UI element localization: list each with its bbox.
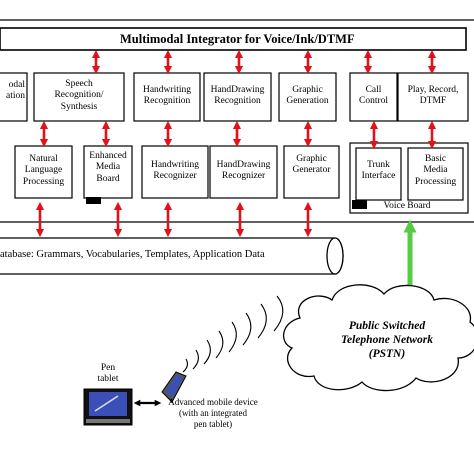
top-row-boxes bbox=[0, 72, 469, 122]
bottom-label-nlp: Natural Language Processing bbox=[22, 154, 65, 187]
top-box-play-record bbox=[397, 72, 469, 122]
database-cylinder bbox=[0, 237, 344, 275]
integrator-title: Multimodal Integrator for Voice/Ink/DTMF bbox=[120, 32, 355, 46]
board-connector bbox=[86, 197, 101, 204]
top-label-call-control: Call Control bbox=[358, 85, 389, 107]
bottom-label-enhanced-media: Enhanced Media Board bbox=[89, 151, 127, 184]
red-arrows-top bbox=[91, 49, 437, 75]
bottom-box-handdrawing-recognizer bbox=[209, 145, 278, 199]
bottom-box-nlp bbox=[14, 145, 73, 199]
voice-board-trunk-label: Trunk Interface bbox=[361, 160, 396, 182]
bottom-row-boxes bbox=[14, 142, 469, 214]
pstn-label: Public Switched Telephone Network (PSTN) bbox=[341, 320, 433, 360]
mobile-device bbox=[161, 371, 187, 403]
red-arrows-middle bbox=[39, 120, 437, 150]
top-label-play-record: Play, Record, DTMF bbox=[407, 85, 459, 107]
voice-board-basic-media bbox=[407, 147, 464, 201]
top-label-handwriting-recognition: Handwriting Recognition bbox=[142, 85, 192, 107]
top-box-graphic-generation bbox=[278, 72, 337, 122]
pen-tablet bbox=[83, 388, 133, 426]
red-arrows-database bbox=[35, 201, 313, 238]
top-box-multimodal-integration bbox=[0, 72, 28, 122]
bottom-label-handdrawing-recognizer: HandDrawing Recognizer bbox=[216, 160, 271, 182]
voice-board-label: Voice Board bbox=[383, 201, 431, 211]
top-label-speech: Speech Recognition/ Synthesis bbox=[54, 79, 104, 112]
board-connector bbox=[352, 200, 367, 209]
pen-tablet-label: Pen tablet bbox=[97, 363, 119, 385]
integrator-bar bbox=[0, 27, 467, 51]
top-box-speech bbox=[33, 72, 125, 122]
top-label-multimodal-integration: odal ation bbox=[6, 80, 25, 102]
bottom-label-graphic-generator: Graphic Generator bbox=[292, 154, 331, 176]
bottom-label-handwriting-recognizer: Handwriting Recognizer bbox=[150, 160, 200, 182]
mobile-device-label: Advanced mobile device (with an integrat… bbox=[168, 397, 258, 429]
voice-board-basic-media-label: Basic Media Processing bbox=[414, 154, 457, 187]
bottom-box-graphic-generator bbox=[283, 145, 340, 199]
wireless-waves bbox=[182, 295, 284, 373]
pstn-cloud bbox=[282, 284, 474, 392]
bottom-box-handwriting-recognizer bbox=[141, 145, 209, 199]
database-label: atabase: Grammars, Vocabularies, Templat… bbox=[0, 249, 265, 260]
bottom-box-enhanced-media bbox=[83, 145, 133, 199]
top-label-graphic-generation: Graphic Generation bbox=[286, 85, 329, 107]
top-box-handwriting-recognition bbox=[133, 72, 201, 122]
voice-board-trunk bbox=[355, 147, 402, 201]
top-label-handdrawing-recognition: HandDrawing Recognition bbox=[210, 85, 265, 107]
